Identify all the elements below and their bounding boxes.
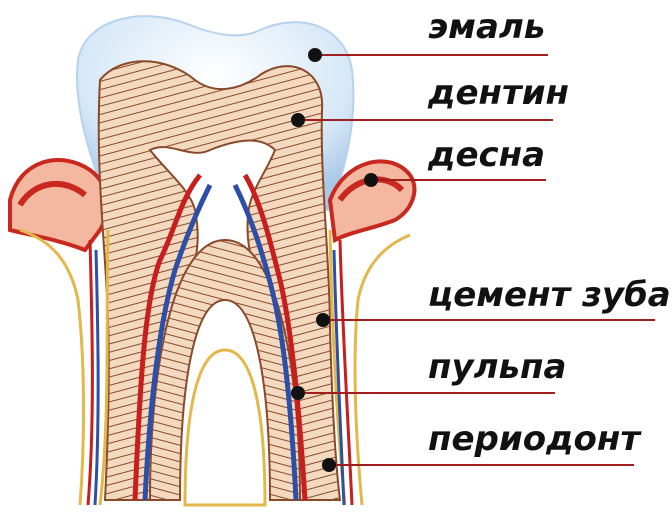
label-gum: десна [428,138,545,172]
dot-periodontium [322,458,336,472]
dot-cementum [316,313,330,327]
gum-left [10,160,107,250]
dot-dentin [291,113,305,127]
label-pulp: пульпа [428,350,567,384]
periodontal-vessel-left-blue [95,250,98,505]
label-periodontium: периодонт [428,422,640,456]
dot-pulp [291,386,305,400]
label-dentin: дентин [428,76,569,110]
dot-gum [364,173,378,187]
inner-arch [185,350,265,505]
periodontal-vessel-left [88,240,92,505]
dot-enamel [308,48,322,62]
label-cementum: цемент зуба [428,278,671,312]
label-enamel: эмаль [428,10,545,44]
nerve-left [20,230,84,505]
